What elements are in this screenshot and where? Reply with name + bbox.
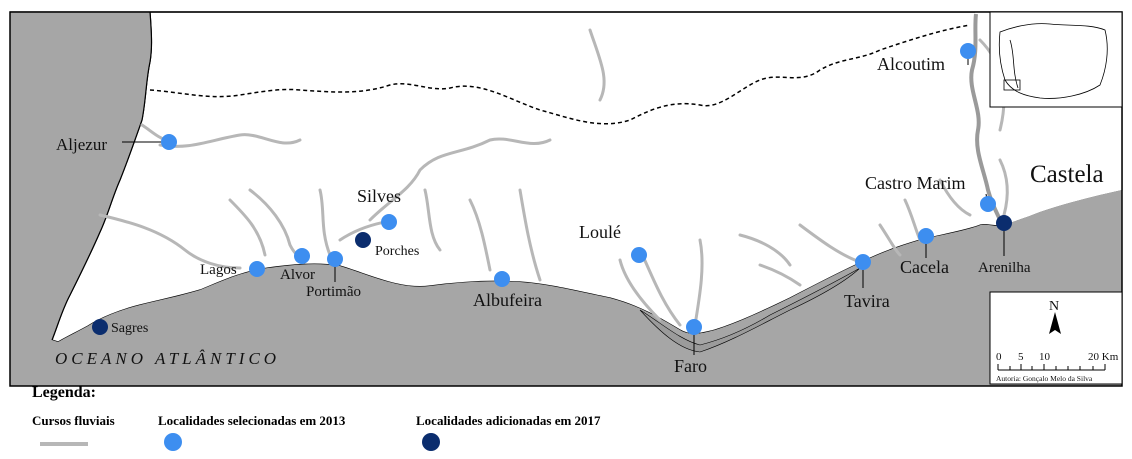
- legend-2017-label: Localidades adicionadas em 2017: [416, 413, 601, 428]
- dots-2013: [161, 43, 996, 335]
- dot-portimao: [327, 251, 343, 267]
- label-cacela: Cacela: [900, 257, 949, 277]
- dot-tavira: [855, 254, 871, 270]
- inset-locator-box: [1003, 79, 1021, 91]
- inset-map: [989, 11, 1123, 108]
- dot-faro: [686, 319, 702, 335]
- label-loule: Loulé: [579, 222, 621, 242]
- label-ocean: OCEANO ATLÂNTICO: [55, 349, 280, 368]
- label-faro: Faro: [674, 356, 707, 376]
- label-portimao: Portimão: [306, 284, 361, 300]
- label-castela: Castela: [1030, 161, 1104, 188]
- label-castro-marim: Castro Marim: [865, 173, 966, 193]
- map-frame: [9, 11, 1123, 387]
- north-label: N: [1049, 299, 1059, 314]
- credit-text: Autoria: Gonçalo Melo da Silva: [996, 374, 1093, 383]
- dot-alvor: [294, 248, 310, 264]
- dot-lagos: [249, 261, 265, 277]
- scale-label-5: 5: [1018, 351, 1024, 363]
- south-sea: [10, 190, 1122, 386]
- label-tavira: Tavira: [844, 291, 890, 311]
- dots-2017: [92, 215, 1012, 335]
- label-porches: Porches: [375, 244, 419, 259]
- dot-silves: [381, 214, 397, 230]
- border-line: [149, 24, 971, 125]
- dot-arenilha: [996, 215, 1012, 231]
- north-scale-box: [989, 291, 1123, 385]
- north-arrow-icon: [1049, 312, 1061, 334]
- label-lagos: Lagos: [200, 262, 237, 278]
- dot-castro-marim: [980, 196, 996, 212]
- dot-porches: [355, 232, 371, 248]
- dot-sagres: [92, 319, 108, 335]
- label-sagres: Sagres: [111, 321, 148, 336]
- label-silves: Silves: [357, 186, 401, 206]
- label-alcoutim: Alcoutim: [877, 54, 945, 74]
- west-coastline: [51, 11, 153, 341]
- label-aljezur: Aljezur: [56, 135, 107, 154]
- dot-cacela: [918, 228, 934, 244]
- scale-label-10: 10: [1039, 351, 1051, 363]
- label-albufeira: Albufeira: [473, 290, 542, 310]
- dot-alcoutim: [960, 43, 976, 59]
- scale-label-0: 0: [996, 351, 1002, 363]
- west-coast-sea: [10, 12, 152, 340]
- legend-rivers-label: Cursos fluviais: [32, 413, 115, 428]
- legend-2013-label: Localidades selecionadas em 2013: [158, 413, 346, 428]
- legend-2013-dot: [164, 433, 182, 451]
- label-alvor: Alvor: [280, 267, 315, 283]
- scale-label-20: 20 Km: [1088, 351, 1119, 363]
- dot-aljezur: [161, 134, 177, 150]
- dot-albufeira: [494, 271, 510, 287]
- legend-river-swatch: [40, 442, 88, 446]
- legend-2017-dot: [422, 433, 440, 451]
- label-arenilha: Arenilha: [978, 260, 1031, 276]
- dot-loule: [631, 247, 647, 263]
- legend-title: Legenda:: [32, 384, 96, 401]
